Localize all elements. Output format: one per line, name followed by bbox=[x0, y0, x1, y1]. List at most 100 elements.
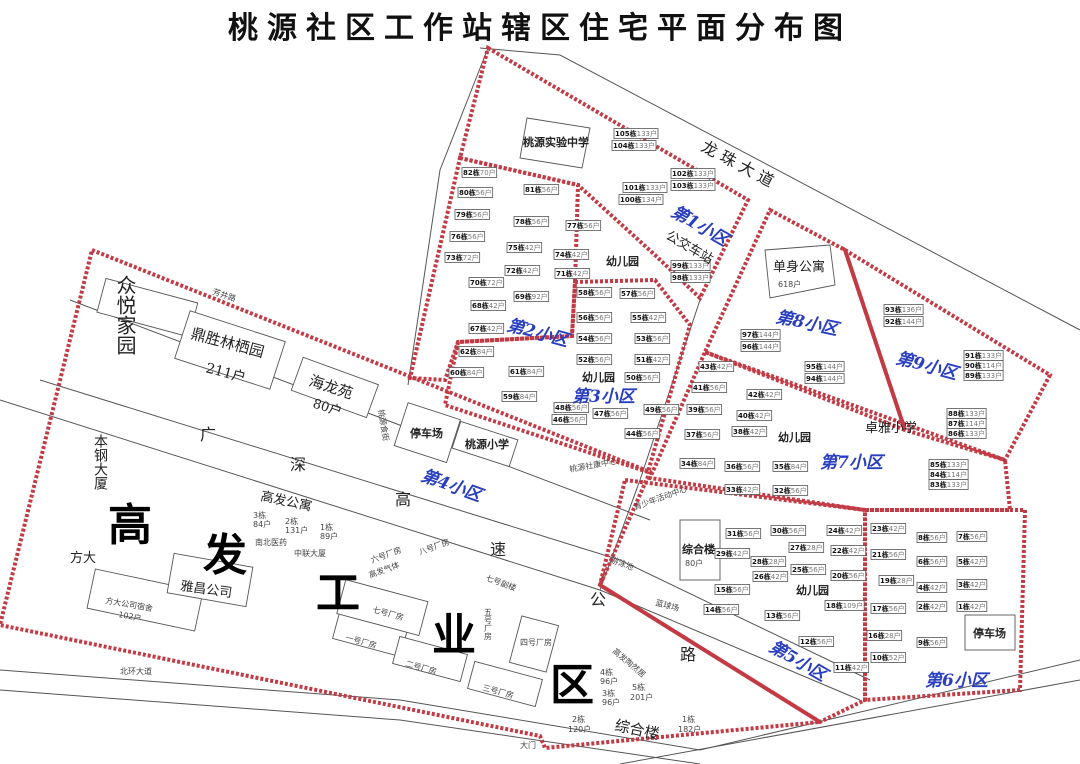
building-households: 56户 bbox=[783, 611, 799, 620]
building-households: 70户 bbox=[480, 168, 496, 177]
building-number: 91栋 bbox=[965, 351, 982, 360]
building-households: 72户 bbox=[487, 278, 503, 287]
building-households: 42户 bbox=[930, 583, 946, 592]
building: 99栋133户 bbox=[670, 260, 711, 271]
building: 56栋56户 bbox=[576, 312, 613, 323]
building: 9栋56户 bbox=[916, 637, 948, 648]
building-households: 42户 bbox=[771, 572, 787, 581]
building-number: 31栋 bbox=[727, 529, 744, 538]
building-label: 87栋114户 bbox=[948, 419, 985, 428]
building-number: 92栋 bbox=[885, 317, 902, 326]
building-label: 84栋114户 bbox=[930, 470, 967, 479]
parking-label: 停车场 bbox=[410, 426, 443, 440]
building-outline bbox=[770, 525, 807, 536]
building-label: 94栋144户 bbox=[806, 374, 843, 383]
building-number: 10栋 bbox=[872, 653, 889, 662]
building-label: 68栋42户 bbox=[472, 301, 505, 310]
building-households: 56户 bbox=[809, 565, 825, 574]
building-outline bbox=[448, 367, 485, 378]
building-outline bbox=[740, 329, 781, 340]
building-outline bbox=[513, 216, 550, 227]
building-outline bbox=[916, 532, 948, 543]
building-number: 77栋 bbox=[567, 221, 584, 230]
building-households: 72户 bbox=[463, 253, 479, 262]
building-label: 90栋114户 bbox=[965, 361, 1002, 370]
building-number: 6栋 bbox=[918, 557, 930, 566]
building-outline bbox=[643, 404, 680, 415]
building: 42栋42户 bbox=[746, 389, 783, 400]
building-households: 84户 bbox=[477, 347, 493, 356]
building-number: 81栋 bbox=[525, 185, 542, 194]
building-outline bbox=[613, 128, 659, 139]
building-outline bbox=[576, 333, 613, 344]
building-number: 105栋 bbox=[615, 129, 637, 138]
building-outline bbox=[444, 252, 481, 263]
kindergarten-label: 幼儿园 bbox=[582, 370, 615, 384]
building-label: 39栋56户 bbox=[688, 405, 721, 414]
building-households: 42户 bbox=[649, 313, 665, 322]
building-number: 5栋 bbox=[958, 557, 970, 566]
building-label: 9栋56户 bbox=[918, 638, 946, 647]
building: 92栋144户 bbox=[883, 316, 924, 327]
building-households: 133户 bbox=[982, 371, 1002, 380]
tr-b1: 1栋 bbox=[682, 714, 695, 724]
building-outline bbox=[618, 194, 664, 205]
zone-3-label: 第3小区 bbox=[572, 387, 638, 407]
building: 104栋133户 bbox=[611, 140, 657, 151]
building-outline bbox=[523, 184, 560, 195]
building-households: 56户 bbox=[930, 533, 946, 542]
building-number: 39栋 bbox=[688, 405, 705, 414]
building-number: 93栋 bbox=[885, 305, 902, 314]
building-households: 56户 bbox=[705, 405, 721, 414]
building-label: 44栋56户 bbox=[626, 429, 659, 438]
building: 86栋133户 bbox=[946, 428, 987, 439]
building-households: 144户 bbox=[759, 330, 779, 339]
building-label: 101栋133户 bbox=[624, 183, 666, 192]
kindergarten-label: 幼儿园 bbox=[796, 583, 829, 597]
building: 96栋144户 bbox=[740, 341, 781, 352]
building-households: 56户 bbox=[817, 637, 833, 646]
building-label: 49栋56户 bbox=[645, 405, 678, 414]
building-outline bbox=[928, 479, 969, 490]
beihuan-road-label: 北环大道 bbox=[120, 666, 152, 676]
building-households: 56户 bbox=[611, 409, 627, 418]
building-label: 60栋84户 bbox=[450, 368, 483, 377]
building-outline bbox=[866, 630, 903, 641]
building-households: 133户 bbox=[947, 480, 967, 489]
building-outline bbox=[670, 180, 716, 191]
building: 54栋56户 bbox=[576, 333, 613, 344]
building: 47栋56户 bbox=[592, 408, 629, 419]
building-households: 56户 bbox=[970, 532, 986, 541]
building-households: 133户 bbox=[694, 181, 714, 190]
building-label: 16栋28户 bbox=[868, 631, 901, 640]
building-label: 36栋56户 bbox=[726, 462, 759, 471]
building-number: 9栋 bbox=[918, 638, 930, 647]
kindergarten-label: 幼儿园 bbox=[778, 430, 811, 444]
building-households: 136户 bbox=[902, 305, 922, 314]
fangda-dorm-households: 102户 bbox=[118, 609, 143, 623]
building-number: 37栋 bbox=[686, 430, 703, 439]
building: 83栋133户 bbox=[928, 479, 969, 490]
building-households: 56户 bbox=[743, 462, 759, 471]
building-number: 88栋 bbox=[948, 409, 965, 418]
building-households: 56户 bbox=[722, 605, 738, 614]
building-number: 56栋 bbox=[578, 313, 595, 322]
building-number: 54栋 bbox=[578, 334, 595, 343]
building: 58栋56户 bbox=[576, 287, 613, 298]
parking-6-shape bbox=[964, 614, 1016, 651]
building-label: 47栋56户 bbox=[594, 409, 627, 418]
building: 102栋133户 bbox=[670, 168, 716, 179]
building-outline bbox=[576, 287, 613, 298]
building-outline bbox=[449, 231, 486, 242]
industrial-char: 高 bbox=[108, 500, 152, 551]
tr-b3: 3栋 bbox=[602, 688, 615, 698]
building: 39栋56户 bbox=[686, 404, 723, 415]
building: 33栋42户 bbox=[724, 484, 761, 495]
building: 10栋52户 bbox=[870, 652, 907, 663]
building-number: 43栋 bbox=[700, 362, 717, 371]
west-road-edge bbox=[407, 47, 489, 386]
building: 98栋133户 bbox=[670, 272, 711, 283]
building-outline bbox=[576, 312, 613, 323]
building-label: 70栋72户 bbox=[470, 278, 503, 287]
industrial-area-label: 高 发 工 业 区 bbox=[108, 500, 594, 711]
